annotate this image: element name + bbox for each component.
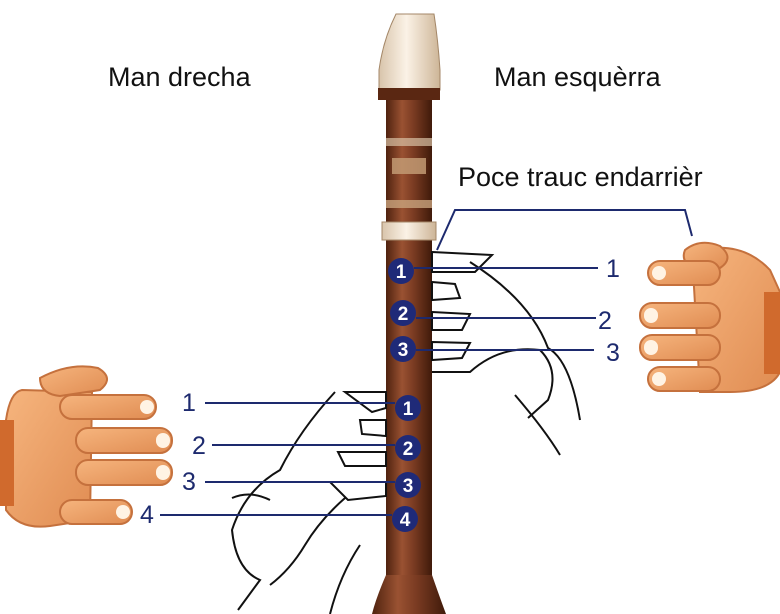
thumb-hole-label: Poce trauc endarrièr <box>458 162 703 193</box>
svg-text:1: 1 <box>396 262 407 283</box>
left-finger-label-2: 2 <box>598 307 612 335</box>
left-finger-label-1: 1 <box>606 255 620 283</box>
hole-left-3: 3 <box>390 336 416 362</box>
right-finger-label-1: 1 <box>182 389 196 417</box>
hole-left-1: 1 <box>388 258 414 284</box>
recorder-mouthpiece <box>379 14 440 90</box>
recorder-joint-ring <box>382 222 436 240</box>
left-hand-outline <box>432 252 580 455</box>
right-finger-label-2: 2 <box>192 432 206 460</box>
svg-text:3: 3 <box>398 340 409 361</box>
left-hand-icon <box>640 243 780 392</box>
hole-right-3: 3 <box>395 472 421 498</box>
right-finger-label-4: 4 <box>140 501 154 529</box>
svg-text:1: 1 <box>403 399 414 420</box>
hole-right-4: 4 <box>392 506 418 532</box>
right-finger-label-3: 3 <box>182 468 196 496</box>
svg-text:4: 4 <box>400 510 411 531</box>
svg-text:2: 2 <box>403 439 414 460</box>
right-hand-title: Man drecha <box>108 62 251 93</box>
left-finger-label-3: 3 <box>606 339 620 367</box>
svg-text:2: 2 <box>398 304 409 325</box>
left-hand-title: Man esquèrra <box>494 62 661 93</box>
hole-left-2: 2 <box>390 300 416 326</box>
thumb-hole-leader <box>437 210 692 250</box>
svg-text:3: 3 <box>403 476 414 497</box>
hole-right-1: 1 <box>395 395 421 421</box>
hole-right-2: 2 <box>395 435 421 461</box>
right-hand-outline <box>232 392 386 614</box>
